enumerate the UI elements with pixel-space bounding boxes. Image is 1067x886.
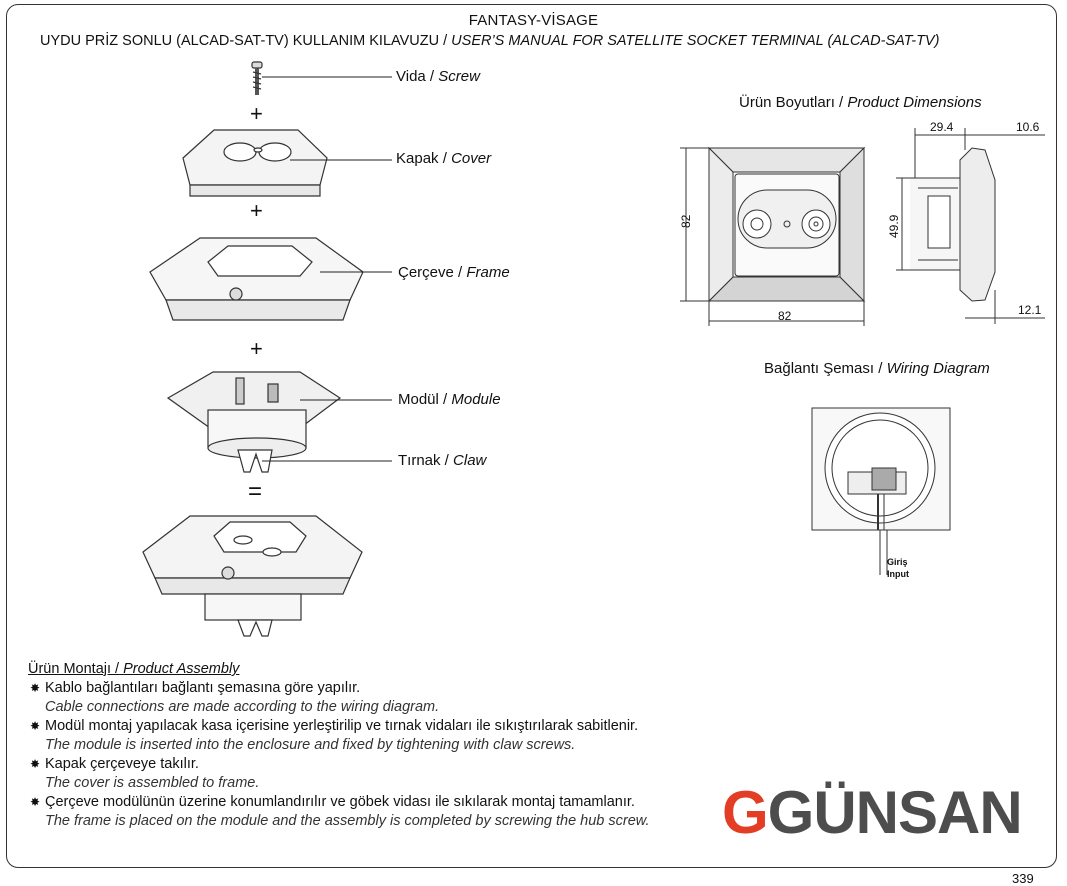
module-illustration [166,371,342,459]
assembly-title: Ürün Montajı / Product Assembly [28,661,240,677]
part-label-module: Modül / Module [398,391,501,408]
cover-illustration [182,129,328,197]
claw-illustration [237,449,273,473]
assembly-step-en: The cover is assembled to frame. [45,775,260,791]
assembly-step-en: Cable connections are made according to … [45,699,440,715]
assembly-step-tr: Modül montaj yapılacak kasa içerisine ye… [28,717,649,736]
subtitle-en: USER’S MANUAL FOR SATELLITE SOCKET TERMI… [451,33,940,49]
page-number: 339 [1012,871,1034,886]
subtitle-tr: UYDU PRİZ SONLU (ALCAD-SAT-TV) KULLANIM … [40,33,448,49]
assembly-step-en: The frame is placed on the module and th… [45,813,650,829]
document-title: FANTASY-VİSAGE [468,12,599,29]
assembly-instructions: Ürün Montajı / Product Assembly Kablo ba… [28,660,649,831]
assembly-step-tr: Çerçeve modülünün üzerine konumlandırılı… [28,793,649,812]
wiring-title: Bağlantı Şeması / Wiring Diagram [764,360,990,377]
part-label-claw: Tırnak / Claw [398,452,487,469]
dim-side-height: 49.9 [887,214,901,238]
page-border [6,4,1057,868]
dim-side-cover: 10.6 [1016,120,1040,134]
part-label-screw: Vida / Screw [396,68,480,85]
dim-side-bottom: 12.1 [1018,303,1042,317]
dim-front-height: 82 [679,214,693,228]
document-subtitle: UYDU PRİZ SONLU (ALCAD-SAT-TV) KULLANIM … [40,33,939,49]
part-label-cover: Kapak / Cover [396,150,492,167]
frame-illustration [149,237,364,321]
part-label-frame: Çerçeve / Frame [398,264,510,281]
gunsan-logo: GGÜNSAN [722,779,1023,846]
dim-side-depth: 29.4 [930,120,954,134]
assembly-step-tr: Kablo bağlantıları bağlantı şemasına gör… [28,679,649,698]
assembly-step-tr: Kapak çerçeveye takılır. [28,755,649,774]
assembled-product-illustration [142,515,363,637]
wiring-input-tr: Giriş [887,557,908,567]
plus-symbol: + [250,198,263,223]
plus-symbol: + [250,101,263,126]
screw-illustration [251,61,263,95]
assembly-step-en: The module is inserted into the enclosur… [45,737,576,753]
plus-symbol: + [250,336,263,361]
equals-symbol: = [248,478,263,505]
wiring-input-en: Input [887,569,909,579]
dim-front-width: 82 [778,309,792,323]
dimensions-title: Ürün Boyutları / Product Dimensions [739,94,982,111]
